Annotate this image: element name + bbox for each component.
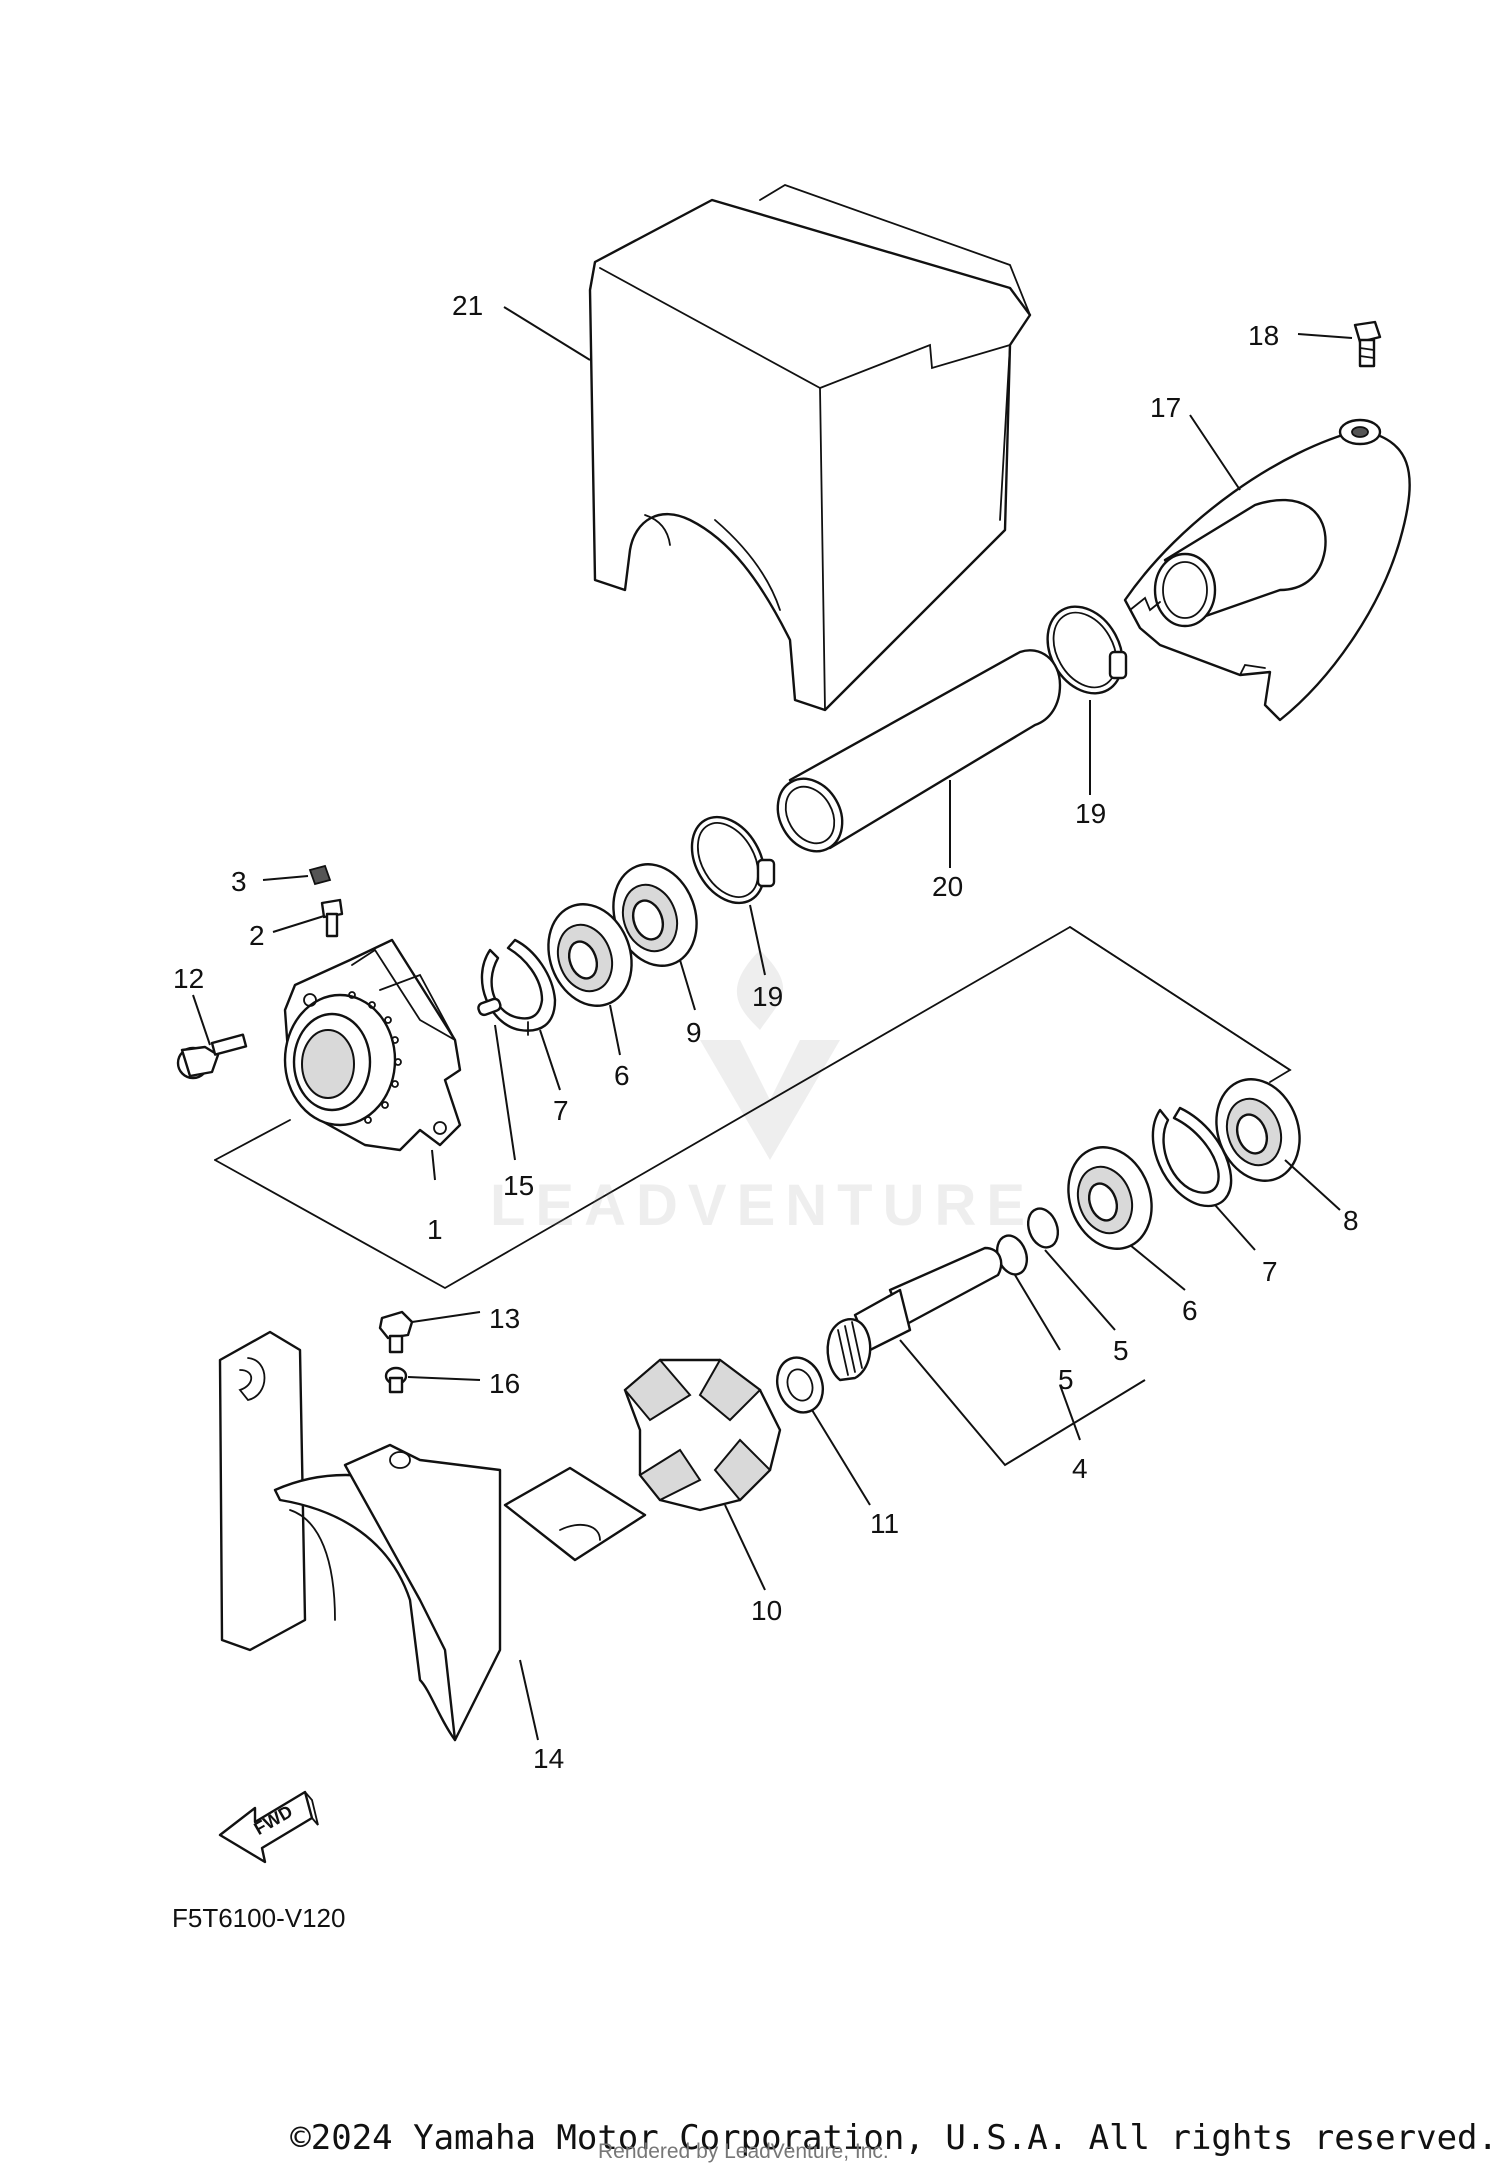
callout-8[interactable]: 8 xyxy=(1343,1205,1359,1236)
leader-18 xyxy=(1297,333,1353,339)
leader-1 xyxy=(431,1149,436,1181)
part-19-clamp-lower[interactable] xyxy=(677,804,778,916)
callout-12[interactable]: 12 xyxy=(173,963,205,994)
callout-9[interactable]: 9 xyxy=(686,1017,702,1048)
callout-4[interactable]: 4 xyxy=(1072,1453,1088,1484)
watermark-text: LEADVENTURE xyxy=(490,1173,1036,1238)
part-17-nozzle[interactable] xyxy=(1123,418,1411,722)
callout-13[interactable]: 13 xyxy=(489,1303,521,1334)
callout-17[interactable]: 17 xyxy=(1150,392,1182,423)
part-5-o-ring-a[interactable] xyxy=(1023,1204,1063,1251)
callout-19-lower[interactable]: 19 xyxy=(752,981,784,1012)
leader-3 xyxy=(262,875,309,881)
leader-2 xyxy=(272,915,325,933)
part-12-bolt[interactable] xyxy=(176,1033,248,1080)
callout-5-b[interactable]: 5 xyxy=(1113,1335,1129,1366)
part-7-snap-ring-upper[interactable] xyxy=(480,938,557,1036)
assembly-group-outline xyxy=(214,925,1292,1290)
part-15-dowel-pin[interactable] xyxy=(477,997,502,1017)
callout-6-lower[interactable]: 6 xyxy=(1182,1295,1198,1326)
part-9-bearing[interactable] xyxy=(600,852,711,977)
copyright-notice: ©2024 Yamaha Motor Corporation, U.S.A. A… xyxy=(290,2118,1498,2158)
diagram-code: F5T6100-V120 xyxy=(172,1903,346,1933)
part-6-seal-lower[interactable] xyxy=(1055,1135,1166,1260)
callout-21[interactable]: 21 xyxy=(452,290,484,321)
leader-11 xyxy=(811,1409,871,1506)
part-7-snap-ring-lower[interactable] xyxy=(1151,1106,1233,1208)
part-10-coupler[interactable] xyxy=(623,1358,782,1512)
leader-12 xyxy=(192,994,211,1046)
leader-8 xyxy=(1284,1159,1341,1211)
callout-11[interactable]: 11 xyxy=(870,1508,900,1539)
callout-6-upper[interactable]: 6 xyxy=(614,1060,630,1091)
part-2-grease-nipple[interactable] xyxy=(320,898,344,938)
callout-16[interactable]: 16 xyxy=(489,1368,521,1399)
leader-5-b xyxy=(1044,1249,1116,1331)
part-6-seal-upper[interactable] xyxy=(535,892,646,1017)
part-19-clamp-upper[interactable] xyxy=(1033,593,1138,707)
part-13-bolt[interactable] xyxy=(378,1310,414,1354)
leader-5-a xyxy=(1014,1274,1061,1351)
part-16-washer[interactable] xyxy=(384,1366,408,1394)
callout-5-a[interactable]: 5 xyxy=(1058,1364,1074,1395)
leader-4 xyxy=(1059,1384,1081,1441)
leader-10 xyxy=(724,1504,766,1591)
leader-14 xyxy=(519,1659,539,1741)
callout-10[interactable]: 10 xyxy=(751,1595,783,1626)
part-11-washer[interactable] xyxy=(770,1351,830,1419)
callout-20[interactable]: 20 xyxy=(932,871,964,902)
leader-21 xyxy=(503,306,591,361)
callout-19-upper[interactable]: 19 xyxy=(1075,798,1107,829)
callout-7-upper[interactable]: 7 xyxy=(553,1095,569,1126)
part-20-hose[interactable] xyxy=(765,649,1062,863)
bracket-4 xyxy=(899,1339,1146,1467)
rendered-by-notice: Rendered by LeadVenture, Inc. xyxy=(598,2140,889,2163)
part-3-cap[interactable] xyxy=(308,864,332,886)
callout-15[interactable]: 15 xyxy=(503,1170,535,1201)
leader-7-upper xyxy=(539,1029,561,1091)
leader-6-upper xyxy=(609,1004,621,1056)
callout-18[interactable]: 18 xyxy=(1248,320,1280,351)
fwd-direction-arrow xyxy=(218,1790,319,1864)
leader-7-lower xyxy=(1214,1204,1256,1251)
leader-19-lower xyxy=(749,904,766,976)
part-1-jet-housing[interactable] xyxy=(283,938,462,1152)
leader-16 xyxy=(407,1376,481,1381)
leader-15 xyxy=(494,1024,516,1161)
callout-3[interactable]: 3 xyxy=(231,866,247,897)
callout-14[interactable]: 14 xyxy=(533,1743,565,1774)
part-21-cover[interactable] xyxy=(588,184,1032,712)
leader-17 xyxy=(1189,414,1241,491)
callout-1[interactable]: 1 xyxy=(427,1214,443,1245)
part-18-bolt[interactable] xyxy=(1353,320,1382,368)
leader-9 xyxy=(679,959,696,1011)
callout-2[interactable]: 2 xyxy=(249,920,265,951)
leader-13 xyxy=(411,1311,481,1323)
part-14-intake-cover[interactable] xyxy=(218,1330,647,1742)
callout-7-lower[interactable]: 7 xyxy=(1262,1256,1278,1287)
leader-6-lower xyxy=(1129,1244,1186,1291)
part-4-drive-shaft[interactable] xyxy=(826,1246,1003,1382)
